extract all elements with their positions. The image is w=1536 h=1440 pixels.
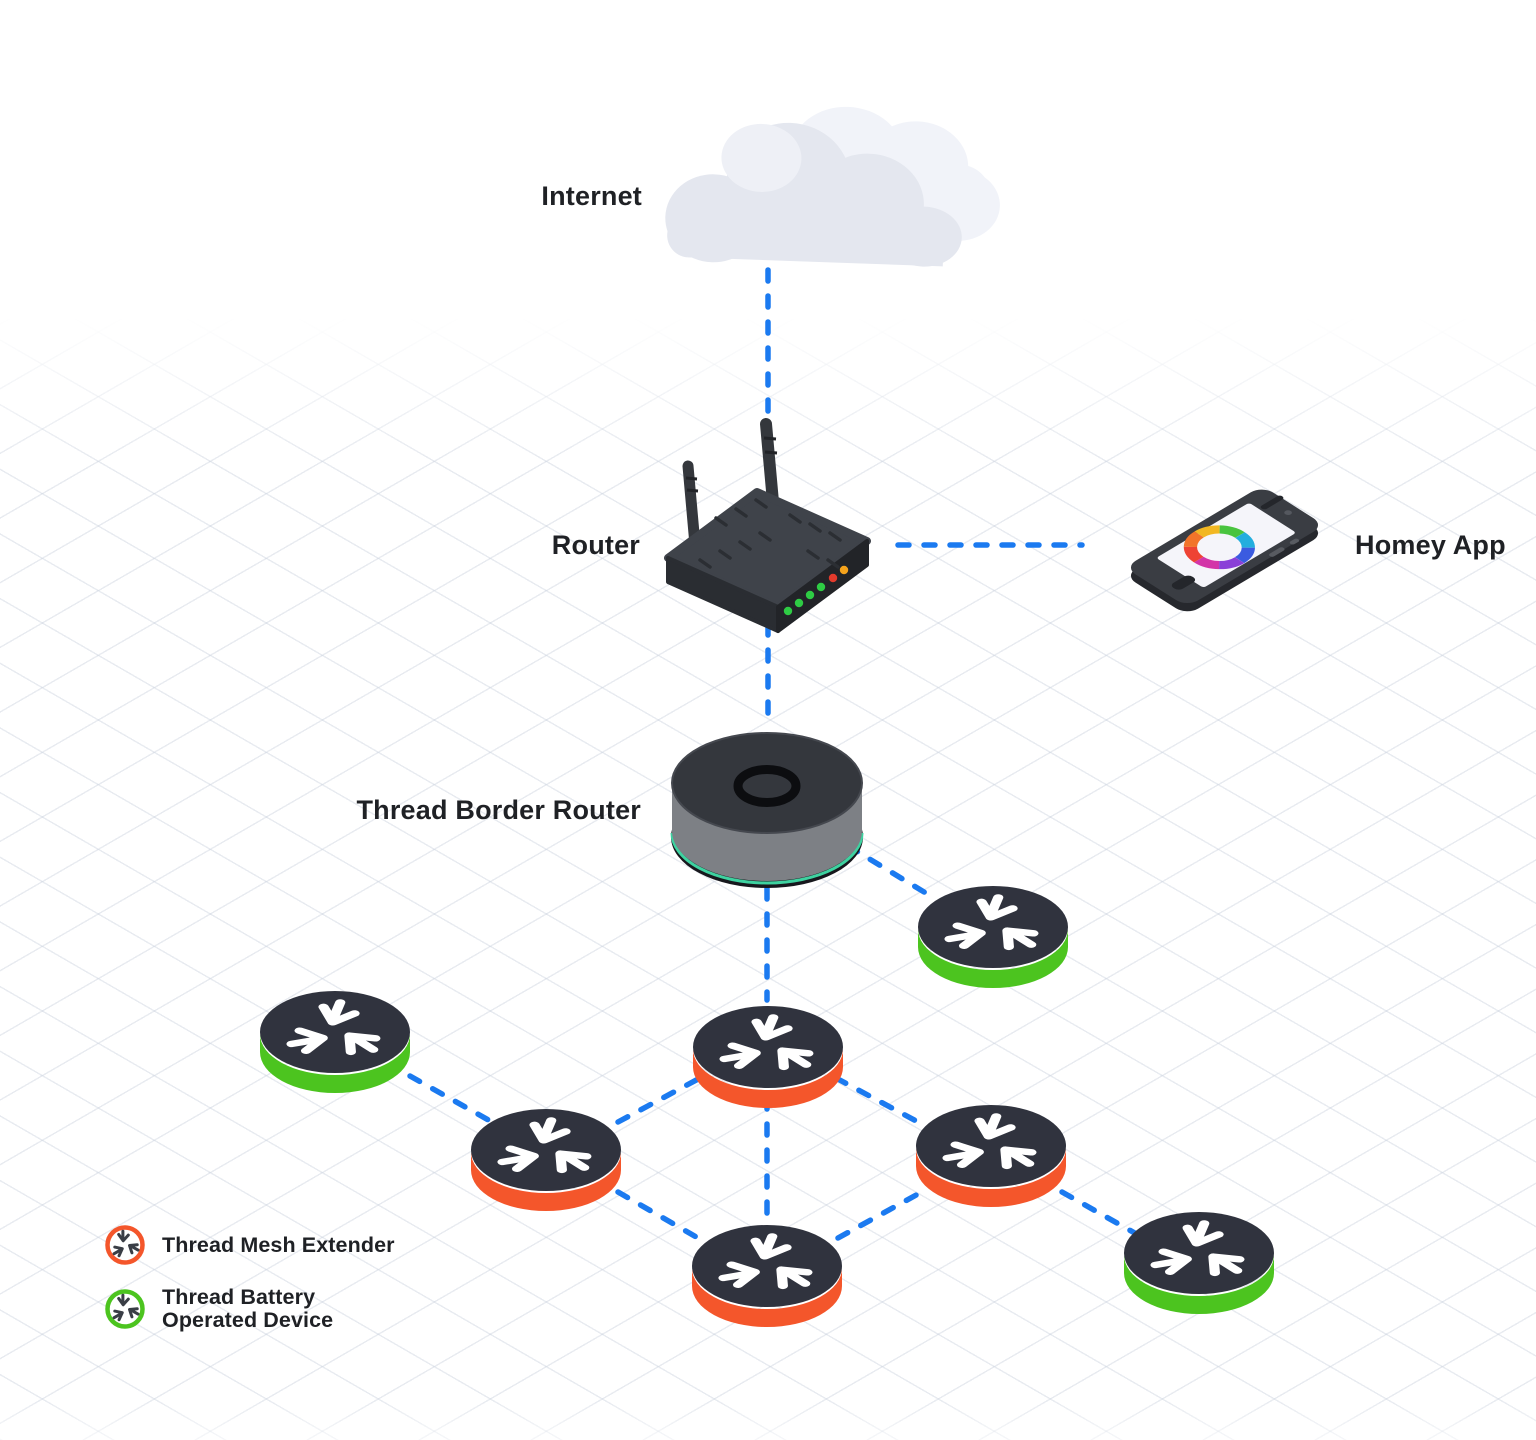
connection-line xyxy=(1059,1189,1143,1239)
thread-mesh-extender-icon xyxy=(105,1225,145,1265)
connection-lines xyxy=(407,267,1143,1241)
connection-line xyxy=(845,843,937,901)
thread-battery-device-node xyxy=(260,991,410,1093)
thread-border-router-label: Thread Border Router xyxy=(356,795,641,825)
thread-border-router-icon xyxy=(670,732,864,888)
homey-app-logo xyxy=(1183,525,1255,570)
connection-line xyxy=(833,1075,921,1125)
wifi-router-icon xyxy=(664,418,871,633)
router-label: Router xyxy=(551,530,640,560)
thread-mesh-extender-node xyxy=(693,1006,843,1108)
internet-label: Internet xyxy=(541,181,642,211)
thread-battery-device-icon xyxy=(105,1288,145,1329)
legend-label-mesh-extender: Thread Mesh Extender xyxy=(162,1232,395,1257)
homey-app-label: Homey App xyxy=(1355,530,1506,560)
cloud-icon xyxy=(665,106,1000,267)
thread-mesh-extender-node xyxy=(692,1225,842,1327)
connection-line xyxy=(407,1073,495,1125)
legend: Thread Mesh Extender Thread Battery Oper… xyxy=(104,1224,395,1351)
router-status-leds xyxy=(783,565,849,616)
thread-mesh-extender-node xyxy=(916,1105,1066,1207)
connection-line xyxy=(615,1075,703,1125)
legend-row-battery-device: Thread Battery Operated Device xyxy=(104,1286,395,1331)
connection-line xyxy=(615,1189,701,1241)
thread-mesh-extender-node xyxy=(471,1109,621,1211)
thread-battery-device-node xyxy=(1124,1212,1274,1314)
thread-battery-device-node xyxy=(918,886,1068,988)
legend-label-battery-device: Thread Battery Operated Device xyxy=(162,1285,334,1332)
connection-line xyxy=(835,1191,921,1241)
legend-row-mesh-extender: Thread Mesh Extender xyxy=(104,1224,395,1266)
smartphone-icon xyxy=(1130,489,1319,612)
